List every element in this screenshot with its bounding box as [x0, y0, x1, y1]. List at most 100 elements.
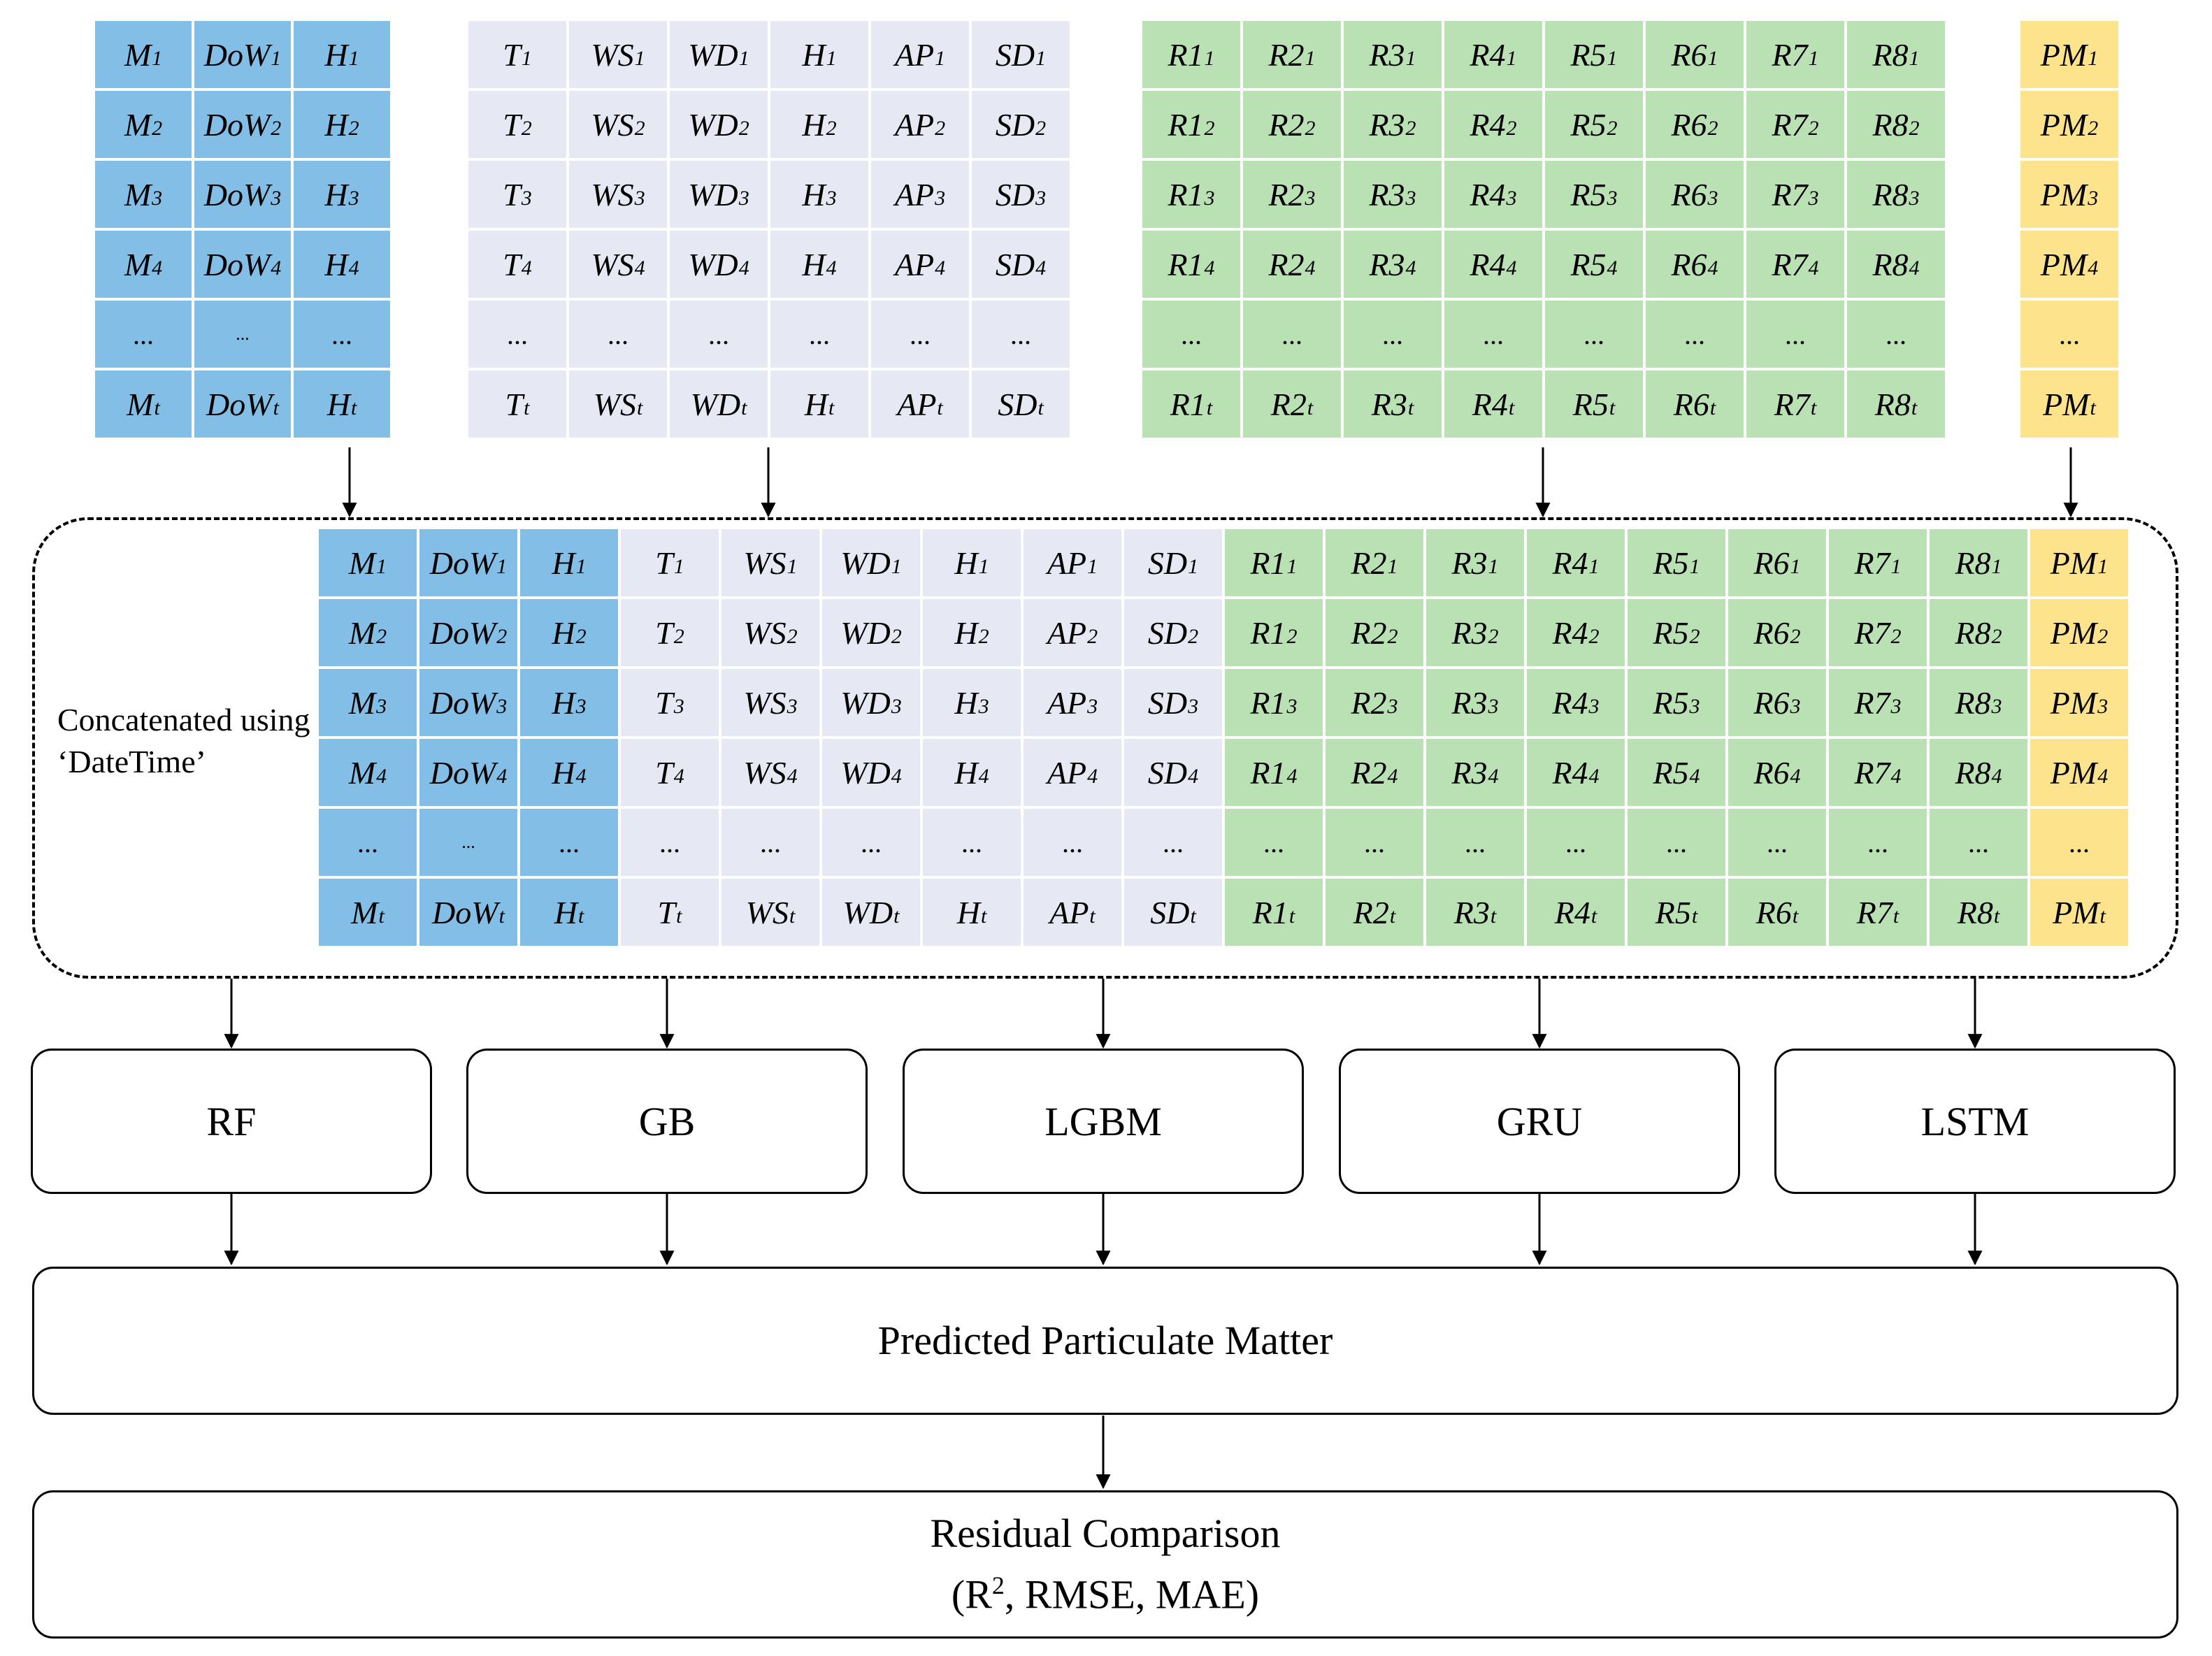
road-features-table-cell: ...: [1444, 301, 1542, 368]
concatenated-weather-block-cell: ...: [822, 809, 920, 876]
model-lgbm-box: LGBM: [903, 1049, 1304, 1194]
residual-comparison-box: Residual Comparison (R2, RMSE, MAE): [32, 1490, 2178, 1639]
concatenated-pm-block-cell: ...: [2030, 809, 2128, 876]
road-features-table-cell: ...: [1142, 301, 1240, 368]
road-features-table-cell: ...: [1545, 301, 1643, 368]
concatenated-road-block-cell: ...: [1326, 809, 1423, 876]
road-features-table-cell: ...: [1344, 301, 1442, 368]
weather-features-table-cell: ...: [972, 301, 1070, 368]
road-features-table-cell: ...: [1746, 301, 1844, 368]
concatenation-label: Concatenated using ‘DateTime’: [57, 702, 310, 779]
time-features-table-cell: ...: [294, 301, 390, 368]
concatenated-weather-block-cell: ...: [1124, 809, 1222, 876]
concatenated-weather-block-cell: ...: [721, 809, 819, 876]
concatenated-weather-block-cell: ...: [621, 809, 719, 876]
concatenated-road-block-cell: ...: [1426, 809, 1524, 876]
time-features-table-cell: ...: [194, 301, 291, 368]
road-features-table-cell: ...: [1243, 301, 1341, 368]
concatenated-road-block-cell: ...: [1628, 809, 1725, 876]
model-lstm-box: LSTM: [1774, 1049, 2176, 1194]
comparison-metrics: (R2, RMSE, MAE): [951, 1560, 1259, 1620]
metrics-rest: , RMSE, MAE): [1004, 1571, 1260, 1618]
